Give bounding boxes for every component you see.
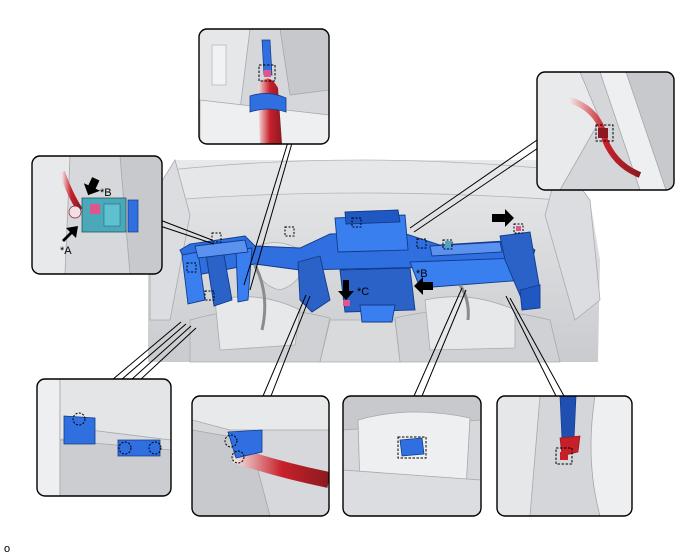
callout-a: *A xyxy=(60,245,72,257)
callout-b-inset: *B xyxy=(100,187,112,199)
footer-code: o xyxy=(4,543,11,555)
arrow-icon xyxy=(338,209,514,300)
inset-bottom-right xyxy=(496,395,633,517)
callout-c: *C xyxy=(357,286,369,298)
arrow-icon xyxy=(62,177,101,242)
inset-bottom-center-right xyxy=(342,395,482,517)
inset-bottom-left xyxy=(36,378,172,497)
callout-b-main: *B xyxy=(416,268,428,280)
inset-top-center xyxy=(198,28,330,145)
inset-bottom-center-left xyxy=(191,395,330,517)
instrument-panel-reinforcement xyxy=(179,209,541,323)
leader-lines xyxy=(111,137,565,397)
clamp-markers xyxy=(186,217,524,301)
main-scene: *B *C xyxy=(148,159,601,363)
inset-top-right xyxy=(536,71,675,191)
inset-left-connector: *B *A xyxy=(31,155,163,275)
